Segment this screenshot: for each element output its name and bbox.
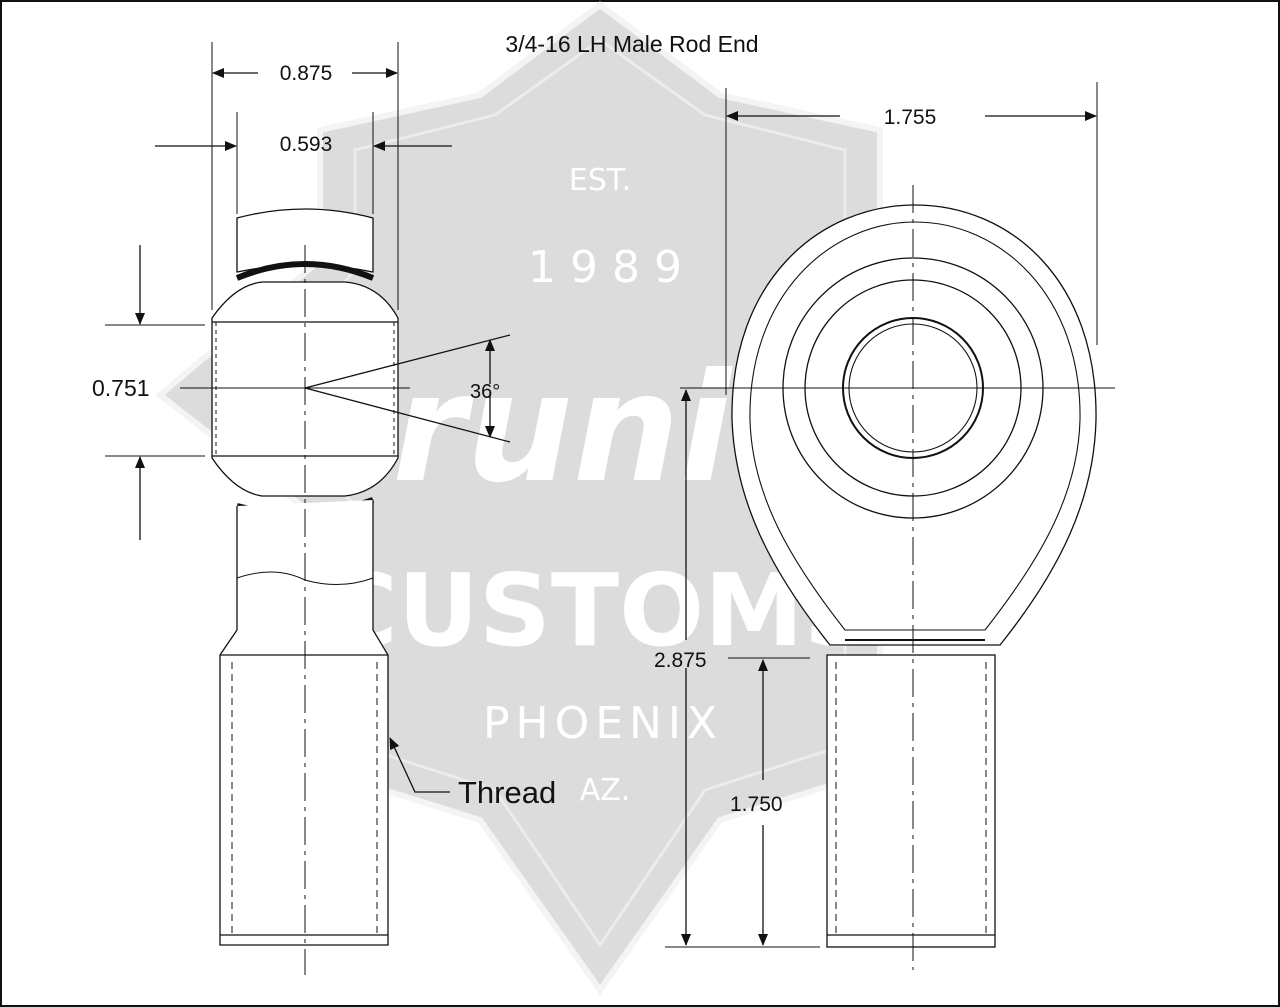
watermark-state: AZ. bbox=[580, 773, 631, 808]
dim-head-width: 1.755 bbox=[884, 106, 937, 129]
watermark-city: PHOENIX bbox=[483, 698, 723, 749]
dim-ball-dia: 0.751 bbox=[92, 375, 150, 401]
dim-thread-length: 1.750 bbox=[730, 793, 783, 816]
callout-thread: Thread bbox=[458, 775, 556, 810]
dim-center-to-end: 2.875 bbox=[654, 649, 707, 672]
watermark-est: EST. bbox=[569, 163, 631, 198]
front-view bbox=[665, 82, 1115, 970]
dim-ball-width: 0.593 bbox=[280, 133, 333, 156]
watermark-year: 1 9 8 9 bbox=[528, 242, 682, 293]
dim-angle: 36° bbox=[470, 381, 500, 403]
drawing-title: 3/4-16 LH Male Rod End bbox=[505, 31, 758, 57]
dim-overall-width: 0.875 bbox=[280, 62, 333, 85]
side-view bbox=[105, 42, 511, 975]
